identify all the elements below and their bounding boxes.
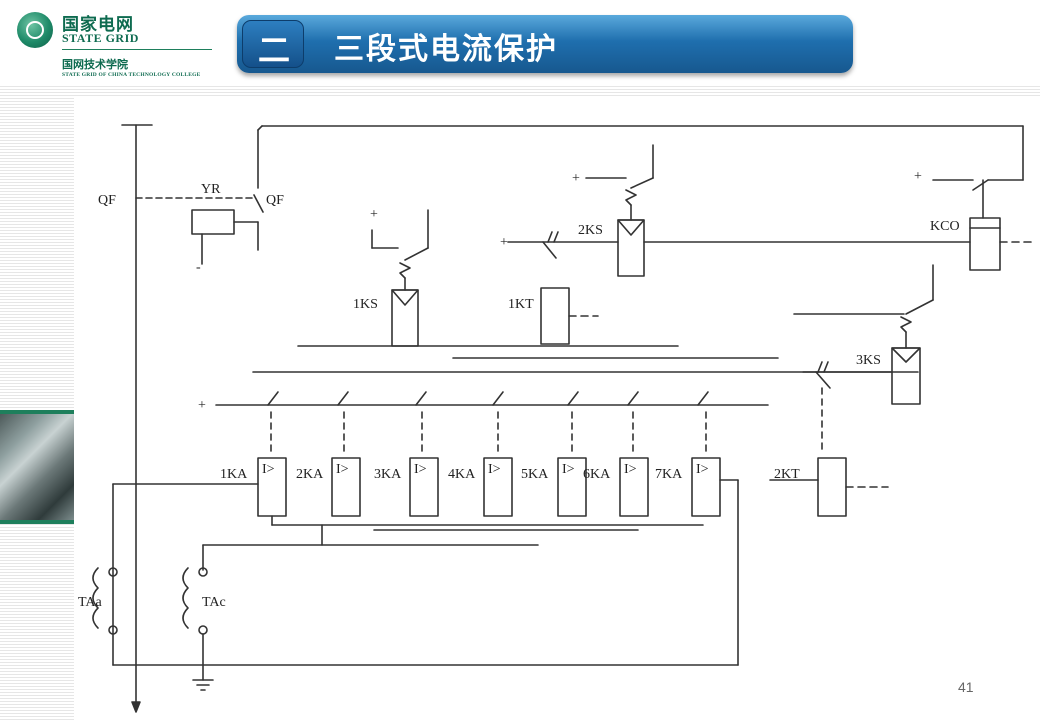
logo-college-en: STATE GRID OF CHINA TECHNOLOGY COLLEGE [62,72,201,78]
plus-sign: + [370,207,378,222]
plus-sign: + [500,235,508,250]
kt1-label: 1KT [508,297,534,312]
relay-7ka-label: 7KA [655,467,683,482]
header-stripe [0,86,1040,96]
section-number: 二 [257,31,290,69]
ks1-label: 1KS [353,297,378,312]
relay-6ka-symbol: I> [624,462,637,477]
logo-name-cn: 国家电网 [62,15,134,35]
page-number: 41 [958,679,974,695]
relay-1ka-symbol: I> [262,462,275,477]
qf-left-label: QF [98,193,116,208]
left-stripe [0,86,74,720]
relay-3ka-symbol: I> [414,462,427,477]
section-number-box: 二 [242,20,304,69]
protection-circuit-diagram: QF QF YR 1KS 1KT 2KS KCO 3KS 2KT TAa TAc… [78,124,1034,713]
yr-label: YR [201,182,221,197]
relay-2ka-symbol: I> [336,462,349,477]
kco-label: KCO [930,219,960,234]
relay-3ka-label: 3KA [374,467,402,482]
ks2-label: 2KS [578,223,603,238]
relay-5ka-label: 5KA [521,467,549,482]
relay-2ka-label: 2KA [296,467,324,482]
state-grid-logo: 国家电网 STATE GRID 国网技术学院 STATE GRID OF CHI… [0,0,228,86]
minus-sign: - [196,260,201,275]
relay-4ka-label: 4KA [448,467,476,482]
relay-1ka-label: 1KA [220,467,248,482]
ta-a-label: TAa [78,595,103,610]
ks3-label: 3KS [856,353,881,368]
title-banner: 二 三段式电流保护 [237,15,853,73]
plus-sign: + [914,169,922,184]
kt2-label: 2KT [774,467,800,482]
slide-title: 三段式电流保护 [334,32,558,67]
relay-5ka-symbol: I> [562,462,575,477]
logo-divider [62,49,212,50]
plus-sign: + [198,398,206,413]
plus-sign: + [572,171,580,186]
state-grid-emblem-icon [17,12,53,48]
relay-6ka-label: 6KA [583,467,611,482]
ta-c-label: TAc [202,595,226,610]
qf-right-label: QF [266,193,284,208]
side-photo [0,410,74,524]
relay-4ka-symbol: I> [488,462,501,477]
logo-college-cn: 国网技术学院 [62,58,128,71]
logo-name-en: STATE GRID [62,31,139,45]
relay-7ka-symbol: I> [696,462,709,477]
